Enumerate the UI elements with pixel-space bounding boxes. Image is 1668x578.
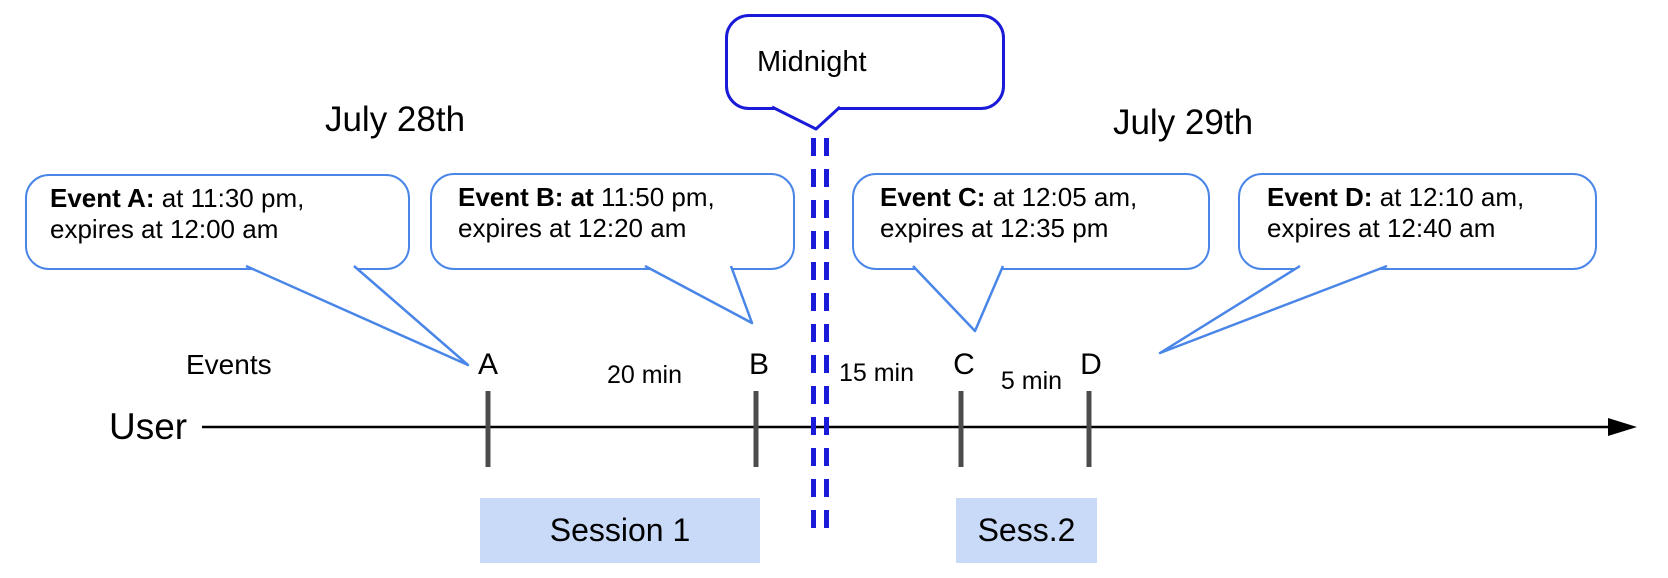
midnight-pointer: [771, 105, 842, 131]
event-d-callout: Event D: at 12:10 am, expires at 12:40 a…: [1238, 173, 1597, 270]
event-c-line1: at 12:05 am,: [985, 182, 1138, 212]
event-b-line1: 11:50 pm,: [593, 182, 715, 212]
event-c-pointer: [912, 265, 1005, 333]
marker-label-d: D: [1080, 348, 1102, 381]
user-axis-label: User: [109, 406, 188, 447]
session-2-label: Sess.2: [977, 512, 1076, 548]
event-b-bold: Event B: at: [458, 182, 594, 212]
event-a-callout: Event A: at 11:30 pm, expires at 12:00 a…: [25, 174, 410, 270]
marker-label-c: C: [953, 348, 975, 381]
midnight-callout: Midnight: [725, 14, 1005, 110]
marker-label-a: A: [477, 348, 498, 381]
event-d-line2: expires at 12:40 am: [1267, 213, 1496, 243]
event-a-line1: at 11:30 pm,: [154, 183, 305, 213]
marker-label-b: B: [748, 348, 769, 381]
event-d-bold: Event D:: [1267, 182, 1373, 212]
event-d-line1: at 12:10 am,: [1372, 182, 1525, 212]
midnight-label: Midnight: [757, 45, 867, 78]
events-axis-label: Events: [186, 349, 272, 380]
event-a-pointer: [245, 264, 470, 367]
event-d-pointer: [1158, 264, 1388, 355]
interval-label-20min: 20 min: [606, 361, 683, 389]
session-2-box: Sess.2: [956, 498, 1097, 563]
event-a-bold: Event A:: [50, 183, 155, 213]
event-c-line2: expires at 12:35 pm: [880, 213, 1109, 243]
date-title-july-28: July 28th: [324, 100, 466, 139]
event-c-bold: Event C:: [880, 182, 986, 212]
event-b-pointer: [644, 264, 754, 325]
event-b-line2: expires at 12:20 am: [458, 213, 687, 243]
interval-label-5min: 5 min: [1000, 367, 1063, 395]
date-title-july-29: July 29th: [1112, 103, 1254, 142]
event-a-line2: expires at 12:00 am: [50, 214, 279, 244]
event-b-callout: Event B: at 11:50 pm, expires at 12:20 a…: [430, 173, 795, 270]
interval-label-15min: 15 min: [838, 359, 915, 387]
event-c-callout: Event C: at 12:05 am, expires at 12:35 p…: [852, 173, 1210, 270]
session-1-label: Session 1: [549, 512, 691, 548]
session-1-box: Session 1: [480, 498, 760, 563]
timeline-arrowhead-icon: [1608, 418, 1637, 436]
